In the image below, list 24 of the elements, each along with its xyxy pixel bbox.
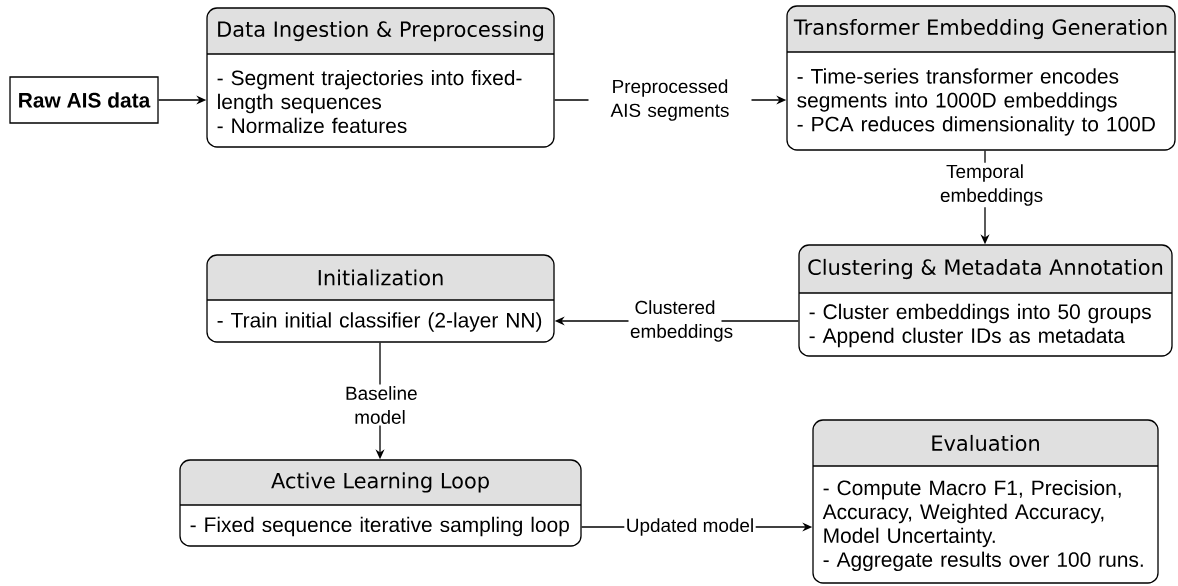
box-heading: Clustering & Metadata Annotation: [808, 258, 1163, 280]
edge-label: Baseline model: [343, 384, 417, 426]
edge-label: Clustered embeddings: [628, 298, 733, 344]
bullet-list: - Time-series transformer encodes segments into 1000D embeddings - PCA reduces dimensionality to 100D: [797, 68, 1155, 136]
box-heading: Data Ingestion & Preprocessing: [218, 20, 544, 42]
bullet-list: - Compute Macro F1, Precision, Accuracy, Weighted Accuracy, Model Uncertainty. - Aggregate results over 100 runs.: [822, 479, 1143, 572]
box-heading: Transformer Embedding Generation: [793, 18, 1167, 40]
bullet-list: - Segment trajectories into fixed-length sequences - Normalize features: [217, 69, 522, 134]
process-box: [812, 419, 1159, 584]
process-box: [798, 244, 1173, 357]
box-heading: Initialization: [318, 269, 443, 286]
edge-label: Temporal embeddings: [938, 162, 1043, 208]
bullet-list: - Train initial classifier (2-layer NN): [217, 312, 542, 332]
process-box: [206, 7, 555, 148]
process-box: [179, 459, 582, 547]
edge-label: Updated model: [624, 516, 756, 538]
box-heading: Active Learning Loop: [271, 472, 489, 493]
input-box: Raw AIS data: [9, 76, 159, 124]
process-box: [786, 5, 1176, 151]
box-heading: Evaluation: [932, 434, 1039, 452]
bullet-list: - Cluster embeddings into 50 groups - Append cluster IDs as metadata: [809, 303, 1151, 348]
edge-label: Preprocessed AIS segments: [588, 77, 752, 123]
bullet-list: - Fixed sequence iterative sampling loop: [190, 516, 569, 537]
process-box: [206, 254, 555, 343]
